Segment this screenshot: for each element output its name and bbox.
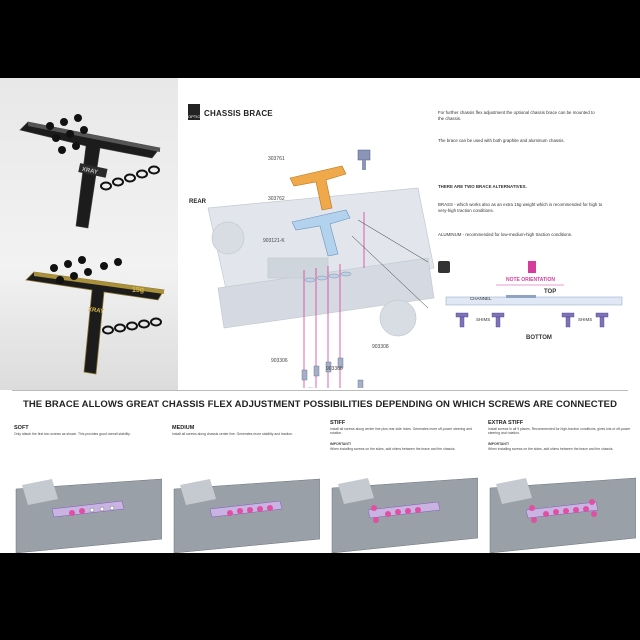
plate-2-brand: XRAY: [88, 307, 105, 315]
chassis-ghost: [207, 187, 435, 337]
callout-arrows: [351, 219, 429, 309]
part-label-903308: 903308: [372, 344, 389, 350]
card-important: When installing screws on the sides, add…: [488, 447, 614, 451]
card-title: STIFF: [330, 420, 346, 426]
note-title: NOTE ORIENTATION: [506, 277, 555, 283]
part-label-303762: 303762: [268, 196, 285, 202]
card-title: MEDIUM: [172, 425, 195, 431]
screws: [301, 357, 364, 388]
card-soft-diagram: [15, 478, 162, 553]
card-title: SOFT: [14, 425, 29, 431]
screw-set-2: [50, 256, 122, 284]
card-desc: Install all screws along center line plu…: [330, 427, 472, 436]
top-fitting-icon: [357, 149, 371, 170]
manual-page: XRAY XRAY 15g: [0, 78, 640, 553]
card-title: EXTRA STIFF: [488, 420, 524, 426]
card-important: When installing screws on the sides, add…: [330, 447, 456, 451]
tool-icon: [438, 261, 450, 273]
aluminum-brace-303762: [291, 209, 351, 257]
part-label-903306-b: 903306: [326, 366, 343, 372]
card-extra-stiff-diagram: [489, 477, 636, 553]
chassis-diagram: [207, 149, 435, 388]
alternatives-title: THERE ARE TWO BRACE ALTERNATIVES.: [438, 184, 527, 189]
headline: THE BRACE ALLOWS GREAT CHASSIS FLEX ADJU…: [22, 399, 618, 410]
note-orientation-box: NOTE ORIENTATION CHANNEL TOP SHIMS SHIMS…: [436, 259, 628, 347]
card-desc: Only attach the first two screws as show…: [14, 432, 131, 436]
part-label-303761: 303761: [268, 156, 285, 162]
rear-label: REAR: [189, 199, 207, 205]
card-medium-diagram: [173, 478, 320, 553]
black-brace-plate: [19, 121, 161, 229]
part-label-903306-a: 903306: [271, 358, 288, 364]
card-desc: Install all screws along chassis center …: [172, 432, 293, 436]
channel-label: CHANNEL: [470, 296, 492, 301]
brass-note: BRASS - which works also as an extra 15g…: [438, 202, 603, 213]
card-medium: MEDIUM Install all screws along chassis …: [170, 423, 320, 553]
option-badge: OPTION: [188, 104, 203, 120]
aluminum-note: ALUMINUM - recommended for low-medium-hi…: [438, 232, 573, 237]
card-soft: SOFT Only attach the first two screws as…: [12, 423, 162, 553]
plate-1-brand: XRAY: [81, 167, 98, 176]
card-stiff-diagram: [331, 477, 478, 553]
card-stiff: STIFF Install all screws along center li…: [328, 418, 478, 553]
part-label-903121: 903121-K: [263, 238, 285, 244]
product-photo-panel: XRAY XRAY 15g: [0, 78, 178, 390]
screw-set-1: [46, 114, 88, 154]
warning-icon: [528, 261, 536, 273]
divider: [12, 390, 628, 391]
shims-left-label: SHIMS: [476, 317, 491, 322]
washer-stack: [304, 271, 352, 283]
info-top: For further chassis flex adjustment the …: [438, 110, 595, 121]
shim-screws: [455, 312, 609, 328]
washers-2: [102, 317, 162, 335]
card-important-title: IMPORTANT!: [488, 442, 510, 446]
card-desc: Install screws in all 9 places. Recommen…: [488, 427, 631, 436]
guide-lines: [303, 212, 365, 388]
bottom-label: BOTTOM: [526, 335, 552, 341]
note-orientation-diagram: [438, 261, 623, 328]
plate-2-weight: 15g: [132, 287, 144, 294]
section-title: CHASSIS BRACE: [204, 109, 273, 118]
brass-brace-303761: [289, 165, 347, 211]
washers-1: [100, 165, 160, 191]
info-materials: The brace can be used with both graphite…: [438, 138, 565, 143]
card-extra-stiff: EXTRA STIFF Install screws in all 9 plac…: [486, 418, 636, 553]
shims-right-label: SHIMS: [578, 317, 593, 322]
top-label: TOP: [544, 289, 557, 295]
brace-photos: XRAY XRAY 15g: [19, 114, 165, 375]
card-important-title: IMPORTANT!: [330, 442, 352, 446]
